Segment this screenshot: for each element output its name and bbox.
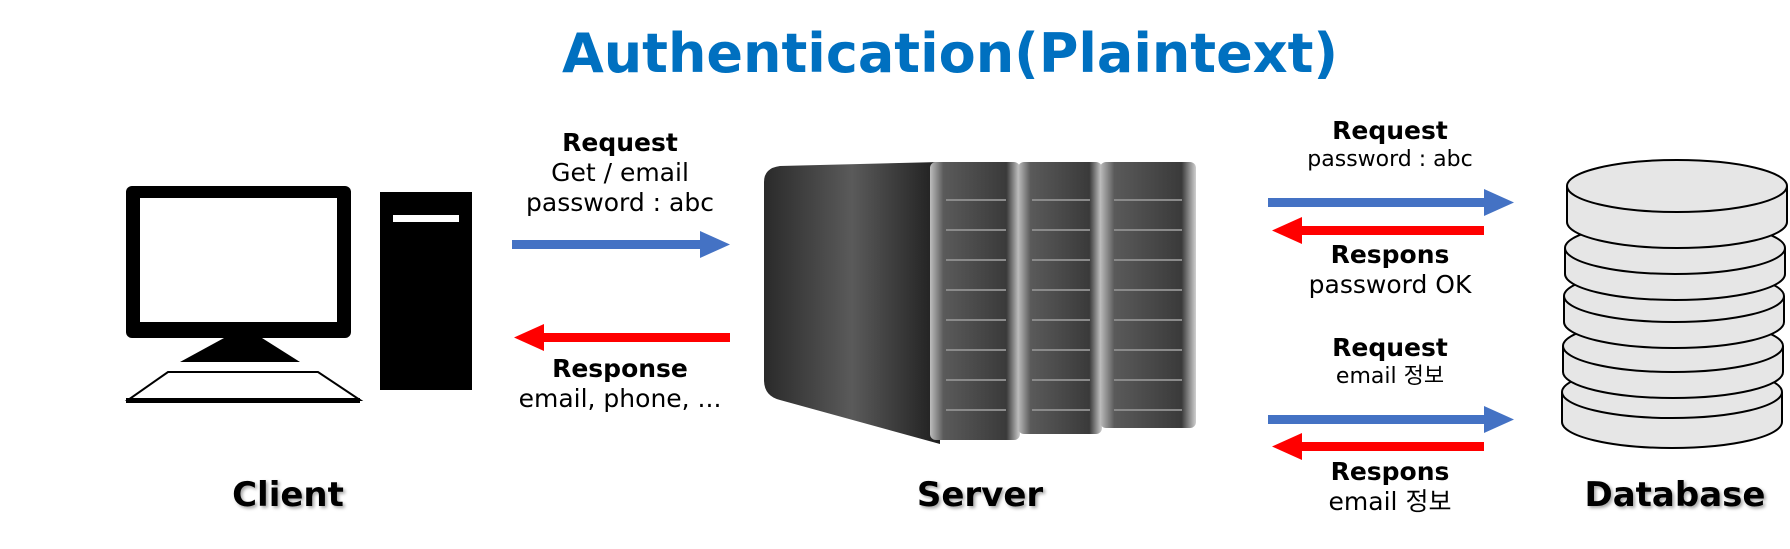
db-password-response-heading: Respons [1330,240,1450,269]
db-password-response-line1: password OK [1308,270,1472,299]
server-node-label: Server [916,475,1044,515]
db-password-request-label: Request password : abc [1270,116,1510,174]
diagram-title: Authentication(Plaintext) [561,22,1339,85]
client-response-heading: Response [552,354,688,383]
database-icon [1561,159,1788,449]
db-email-response-arrow [1272,433,1484,460]
db-password-request-arrow [1268,189,1514,216]
client-request-heading: Request [562,128,678,157]
db-email-response-label: Respons email 정보 [1260,457,1520,517]
db-password-request-line1: password : abc [1307,147,1473,172]
db-password-request-heading: Request [1332,116,1448,145]
server-response-arrow [514,324,730,351]
client-request-label: Request Get / email password : abc [500,128,740,218]
client-node-label: Client [232,475,344,515]
client-response-line1: email, phone, ... [518,384,722,413]
db-email-request-heading: Request [1332,333,1448,362]
server-rack-icon [764,162,1196,444]
db-email-request-label: Request email 정보 [1270,333,1510,391]
db-password-response-label: Respons password OK [1260,240,1520,300]
db-email-request-line1: email 정보 [1335,364,1445,389]
db-email-response-line1: email 정보 [1328,487,1452,516]
db-password-response-arrow [1272,217,1484,244]
db-email-response-heading: Respons [1330,457,1450,486]
client-request-line1: Get / email [551,158,689,187]
client-request-arrow [512,231,730,258]
database-node-label: Database [1584,475,1766,515]
db-email-request-arrow [1268,406,1514,433]
client-request-line2: password : abc [526,188,714,217]
client-response-label: Response email, phone, ... [500,354,740,414]
client-computer-icon [124,186,472,403]
